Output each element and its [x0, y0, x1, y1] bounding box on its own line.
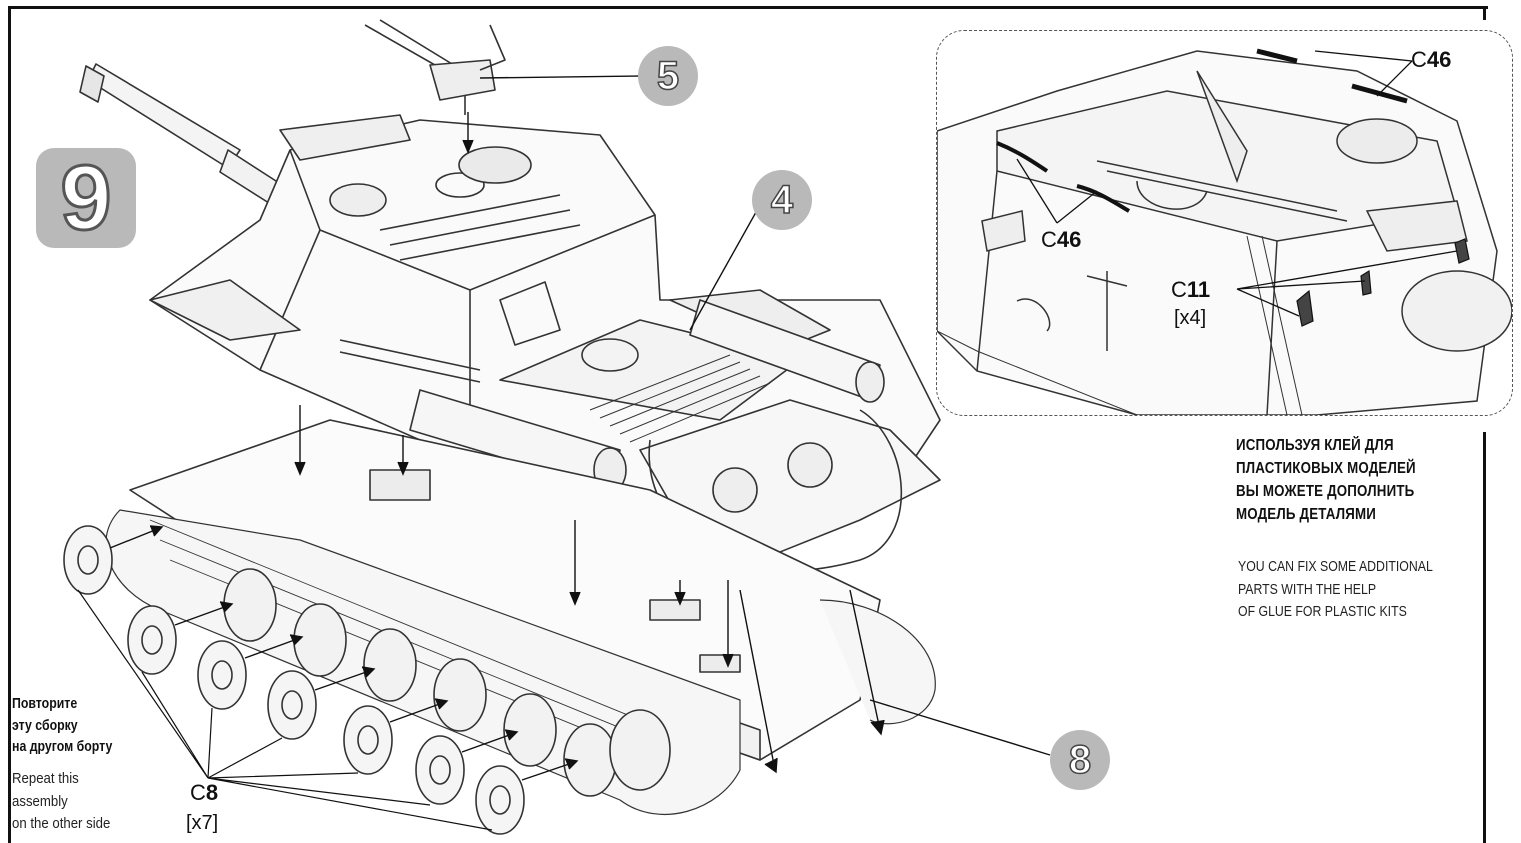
page-frame-left — [8, 6, 11, 843]
page-frame-right-top — [1483, 6, 1486, 20]
part-label-c46-left: C46 — [1041, 227, 1082, 252]
repeat-ru-line: на другом борту — [12, 739, 113, 755]
quantity-c8: [x7] — [186, 812, 219, 834]
step-number: 9 — [59, 147, 113, 250]
glue-note-en-line: OF GLUE FOR PLASTIC KITS — [1238, 603, 1407, 620]
part-label-c11: C11 — [1171, 277, 1211, 302]
inset-illustration — [937, 48, 1512, 415]
repeat-note-russian: Повторите эту сборку на другом борту — [12, 694, 157, 759]
machine-gun — [364, 19, 506, 115]
glue-note-en-line: YOU CAN FIX SOME ADDITIONAL — [1238, 558, 1433, 575]
glue-note-ru-line: ВЫ МОЖЕТЕ ДОПОЛНИТЬ — [1236, 483, 1415, 500]
callout-step-5: 5 — [638, 46, 698, 106]
repeat-en-line: assembly — [12, 792, 68, 810]
quantity-c11: [x4] — [1174, 307, 1207, 329]
glue-note-english: YOU CAN FIX SOME ADDITIONAL PARTS WITH T… — [1238, 556, 1451, 624]
glue-note-russian: ИСПОЛЬЗУЯ КЛЕЙ ДЛЯ ПЛАСТИКОВЫХ МОДЕЛЕЙ В… — [1236, 434, 1442, 526]
loose-road-wheels — [63, 525, 525, 835]
step-number-badge: 9 — [36, 147, 136, 250]
repeat-note-english: Repeat this assembly on the other side — [12, 768, 162, 836]
part-label-c8: C8 — [190, 780, 219, 805]
page-frame-right-bottom — [1483, 432, 1486, 843]
repeat-ru-line: Повторите — [12, 696, 78, 712]
page-frame-top — [8, 6, 1488, 9]
part-label-c46-top: C46 — [1411, 47, 1452, 72]
glue-note-ru-line: ИСПОЛЬЗУЯ КЛЕЙ ДЛЯ — [1236, 437, 1394, 454]
repeat-ru-line: эту сборку — [12, 717, 78, 734]
repeat-en-line: Repeat this — [12, 770, 79, 787]
repeat-en-line: on the other side — [12, 815, 111, 832]
callout-step-8: 8 — [1050, 730, 1110, 790]
glue-note-en-line: PARTS WITH THE HELP — [1238, 580, 1377, 598]
callout-step-4: 4 — [752, 170, 812, 230]
glue-note-ru-line: МОДЕЛЬ ДЕТАЛЯМИ — [1236, 506, 1377, 523]
road-wheels-mounted — [223, 568, 671, 797]
detail-inset: C46 C46 C11 [x4] — [936, 30, 1513, 416]
glue-note-ru-line: ПЛАСТИКОВЫХ МОДЕЛЕЙ — [1236, 460, 1416, 477]
